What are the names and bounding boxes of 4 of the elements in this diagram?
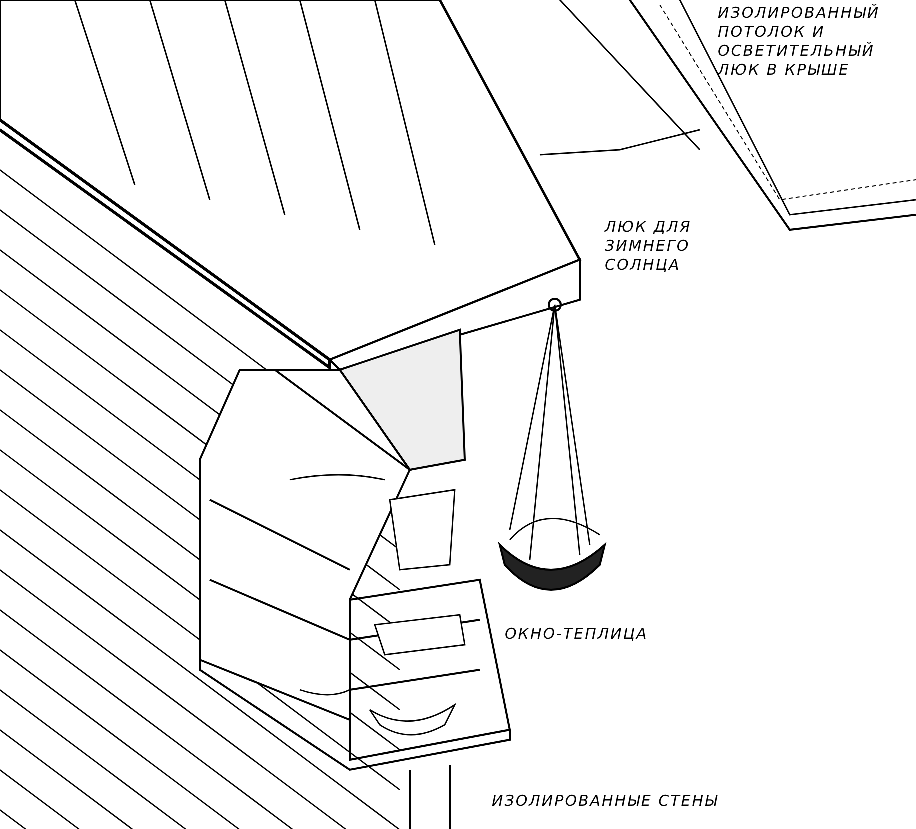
callout-text: ИЗОЛИРОВАННЫЙ ПОТОЛОК И ОСВЕТИТЕЛЬНЫЙ ЛЮК В КРЫШЕ bbox=[718, 4, 882, 80]
callout-text: ИЗОЛИРОВАННЫЕ СТЕНЫ bbox=[492, 792, 720, 811]
callout-text: ОКНО-ТЕПЛИЦА bbox=[505, 625, 650, 644]
callout-text: ЛЮК ДЛЯ ЗИМНЕГО СОЛНЦА bbox=[605, 218, 693, 275]
